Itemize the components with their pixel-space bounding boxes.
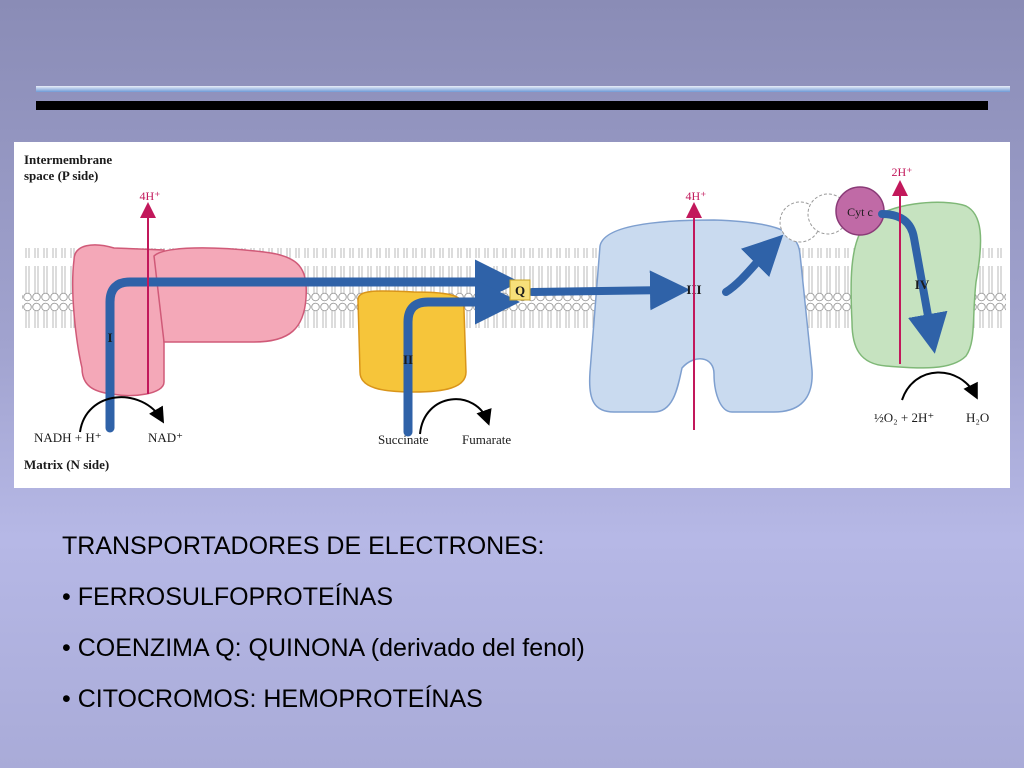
ubiquinone-label: Q [515, 283, 525, 298]
title-rule-blue [36, 86, 1010, 92]
list-item: • COENZIMA Q: QUINONA (derivado del feno… [62, 634, 585, 662]
complex-iv [850, 201, 982, 369]
reaction-arcs [79, 371, 978, 435]
protons-complex-iv: 2H⁺ [892, 165, 913, 179]
electron-carriers-list: TRANSPORTADORES DE ELECTRONES: • FERROSU… [62, 528, 962, 732]
list-item: • CITOCROMOS: HEMOPROTEÍNAS [62, 685, 483, 713]
succinate-label: Succinate [378, 432, 429, 447]
title-rule-black [36, 101, 988, 110]
matrix-label: Matrix (N side) [24, 457, 109, 472]
complex-ii-label: II [403, 352, 413, 367]
list-item: • FERROSULFOPROTEÍNAS [62, 583, 394, 611]
electron-transport-chain-diagram: Intermembrane space (P side) Cyt c [14, 142, 1010, 488]
water-label: H₂O [966, 410, 989, 425]
electron-flow-arrows [105, 210, 948, 395]
proton-arrows [140, 180, 908, 430]
nad-label: NAD⁺ [148, 430, 183, 445]
intermembrane-label-line2: space (P side) [24, 168, 98, 183]
protons-complex-i: 4H⁺ [140, 189, 161, 203]
list-heading: TRANSPORTADORES DE ELECTRONES: [62, 532, 545, 560]
oxygen-label: ½O₂ + 2H⁺ [874, 410, 934, 425]
complex-i-label: I [107, 330, 112, 345]
nadh-label: NADH + H⁺ [34, 430, 102, 445]
diagram-canvas: Intermembrane space (P side) Cyt c [22, 152, 1006, 472]
intermembrane-label-line1: Intermembrane [24, 152, 112, 167]
ubiquinone-box [509, 279, 531, 301]
fumarate-label: Fumarate [462, 432, 511, 447]
complex-iii [588, 219, 813, 413]
complex-iv-label: IV [915, 277, 930, 292]
cytochrome-c-label: Cyt c [847, 205, 873, 219]
protons-complex-iii: 4H⁺ [686, 189, 707, 203]
